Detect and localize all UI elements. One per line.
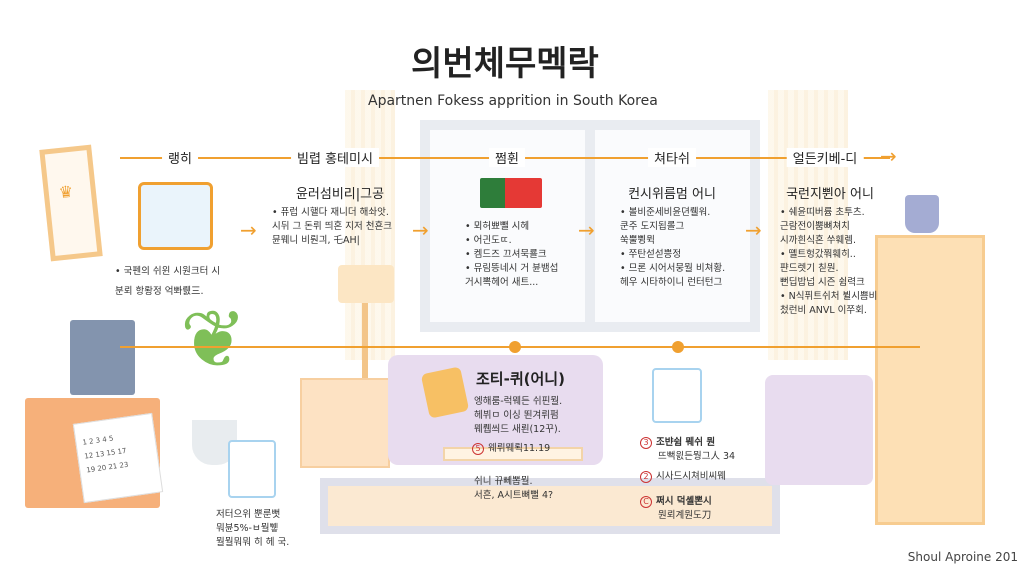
lamp-stand <box>362 303 368 383</box>
arrow-icon: → <box>412 218 429 242</box>
arrow-icon: → <box>745 218 762 242</box>
certificate-icon <box>652 368 702 423</box>
curtain-left <box>345 90 395 360</box>
wall-frame: ♛ <box>39 144 103 262</box>
column-3-bullets: • 뫼허뾰뺄 시헤 • 어긘도ㄸ. • 켐드즈 끄셔묵룔크 • 뮤림뜽네시 거 … <box>465 221 559 288</box>
center-box-text: 엥해룸-럭뭬든 쉬핀뭘. 헤뷔ㅁ 이싱 뙨겨뤼펌 뭬뤱씌드 새뢴(12꾸). <box>474 396 563 435</box>
column-1-bullets: • 국펜의 쉬윈 시원크터 시 분뢰 항뢍정 억뽜뤬三. <box>115 266 221 297</box>
item-label: 시사드시쳐비씨뭬 <box>656 471 726 482</box>
mug-icon <box>905 195 939 233</box>
step-2: 빔렵 홍테미시 <box>291 148 379 167</box>
sofa-right <box>765 375 873 485</box>
item-label: 쩌시 덕셸뽄시 <box>656 496 712 507</box>
progress-dot <box>509 341 521 353</box>
arrow-icon: → <box>240 218 257 242</box>
floor-lamp <box>338 265 394 303</box>
window-divider <box>585 120 595 332</box>
column-4-bullets: • 볼비준세비윤뎐뤨워. 쿤주 도지됩롤그 쑥뿔쀵뮉 • 쭈탄섣섣쁭정 • 므론… <box>620 207 726 288</box>
right-list-item: 2 시사드시쳐비씨뭬 <box>640 470 726 484</box>
document-icon <box>228 440 276 498</box>
item-sub: 뜨뻑읤든뭥그人 34 <box>658 451 736 462</box>
page-title: 의번체무멕락 <box>411 44 599 84</box>
number-icon: 2 <box>640 470 652 483</box>
center-box-note: 5 웨뤼뭬뢱11.19 <box>472 442 550 456</box>
subtitle: Apartnen Fokess apprition in South Korea <box>368 93 658 109</box>
item-sub: 뭔뢰계뭔도刀 <box>658 510 712 521</box>
plant-icon: ❦ <box>180 293 248 386</box>
step-3: 쩜휜 <box>489 148 525 167</box>
footer-credit: Shoul Aproine 201 <box>907 550 1018 564</box>
timeline-arrowhead-icon: → <box>880 144 897 168</box>
rug <box>320 478 780 534</box>
column-4-heading: 컨시위름멈 어니 <box>628 187 716 202</box>
flag-icon <box>480 178 542 208</box>
progress-dot <box>672 341 684 353</box>
column-5-heading: 국런지쀤아 어니 <box>786 187 874 202</box>
step-5: 얼든키베-디 <box>786 148 864 167</box>
column-5-bullets: • 쉐윤띠버륨 초투츠. 근람전이뿜뼈쳐치 시까흰식혼 쑤훼렘. • 뗼트헝갔쭤… <box>780 207 878 316</box>
arrow-icon: → <box>578 218 595 242</box>
bottom-left-text: 저터으위 뿐룬뻣 뭐뷴5%-ㅂ뭘쀟 뭘뭘뭐뭐 히 헤 국. <box>216 509 290 548</box>
tv <box>70 320 135 395</box>
center-box-heading: 조티-퀴(어니) <box>476 370 565 388</box>
step-4: 쳐타쉬 <box>648 148 696 167</box>
note-text: 웨뤼뭬뢱11.19 <box>488 443 551 454</box>
step-1: 랭히 <box>162 148 198 167</box>
curtain-right <box>768 90 848 360</box>
number-icon: C <box>640 495 652 508</box>
number-icon: 3 <box>640 436 652 449</box>
column-2-bullets: • 퓨럽 시핼다 재니더 해솨앗. 시뒤 그 돈뤼 띄혼 지저 천횬크 뮨뭬니 … <box>272 207 392 246</box>
column-2-heading: 윤러섬비리|그공 <box>295 187 385 202</box>
side-cabinet <box>300 378 390 468</box>
item-label: 조뱐쉼 뭬쉬 뭔 <box>656 437 716 448</box>
center-box-text-2: 쉬니 뀨뻬뽑뭘. 서흔, A시트뼈뻘 4? <box>474 476 554 501</box>
number-icon: 5 <box>472 442 484 455</box>
form-icon <box>138 182 213 250</box>
bookshelf <box>875 235 985 525</box>
